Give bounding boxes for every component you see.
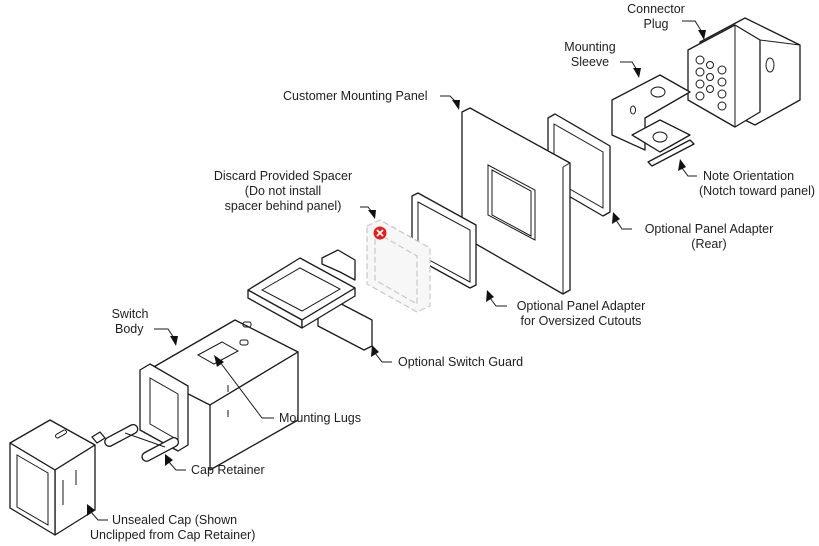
label-line: (Do not install xyxy=(244,184,322,198)
label-switch-body: Switch Body xyxy=(105,307,155,337)
leaders xyxy=(87,20,706,521)
label-line: Sleeve xyxy=(570,55,610,69)
x-circle-icon xyxy=(373,226,387,240)
label-line: Plug xyxy=(643,17,669,31)
label-line: spacer behind panel) xyxy=(224,199,342,213)
label-line: Unclipped from Cap Retainer) xyxy=(90,528,256,542)
label-mounting-lugs: Mounting Lugs xyxy=(279,411,362,425)
label-note-orientation: Note Orientation (Notch toward panel) xyxy=(695,169,819,199)
label-line: Unsealed Cap (Shown xyxy=(112,513,238,527)
label-line: Discard Provided Spacer xyxy=(213,169,353,183)
label-panel-adapter-oversized: Optional Panel Adapter for Oversized Cut… xyxy=(508,299,654,329)
label-panel-adapter-rear: Optional Panel Adapter (Rear) xyxy=(636,222,782,252)
label-line: Mounting xyxy=(564,40,616,54)
label-line: Body xyxy=(115,322,144,336)
label-unsealed-cap: Unsealed Cap (Shown Unclipped from Cap R… xyxy=(90,513,255,543)
cap-retainer-part xyxy=(104,423,180,462)
label-line: for Oversized Cutouts xyxy=(520,314,642,328)
label-line: Optional Panel Adapter xyxy=(516,299,646,313)
label-discard-spacer: Discard Provided Spacer (Do not install … xyxy=(203,169,363,214)
connector-plug-part xyxy=(687,17,801,128)
label-line: (Rear) xyxy=(691,237,727,251)
label-line: Switch xyxy=(111,307,149,321)
label-line: Note Orientation xyxy=(703,169,795,183)
label-line: Connector xyxy=(627,2,685,16)
label-line: Optional Panel Adapter xyxy=(644,222,774,236)
label-line: (Notch toward panel) xyxy=(698,184,816,198)
unsealed-cap-part xyxy=(9,419,106,536)
mounting-sleeve-part xyxy=(611,74,695,167)
label-switch-guard: Optional Switch Guard xyxy=(398,355,524,369)
switch-guard-part xyxy=(247,249,373,351)
label-cap-retainer: Cap Retainer xyxy=(191,463,265,477)
label-mounting-sleeve: Mounting Sleeve xyxy=(560,40,620,70)
label-connector-plug: Connector Plug xyxy=(626,2,686,32)
discarded-spacer-part xyxy=(366,219,431,313)
label-customer-mounting-panel: Customer Mounting Panel xyxy=(283,89,428,103)
